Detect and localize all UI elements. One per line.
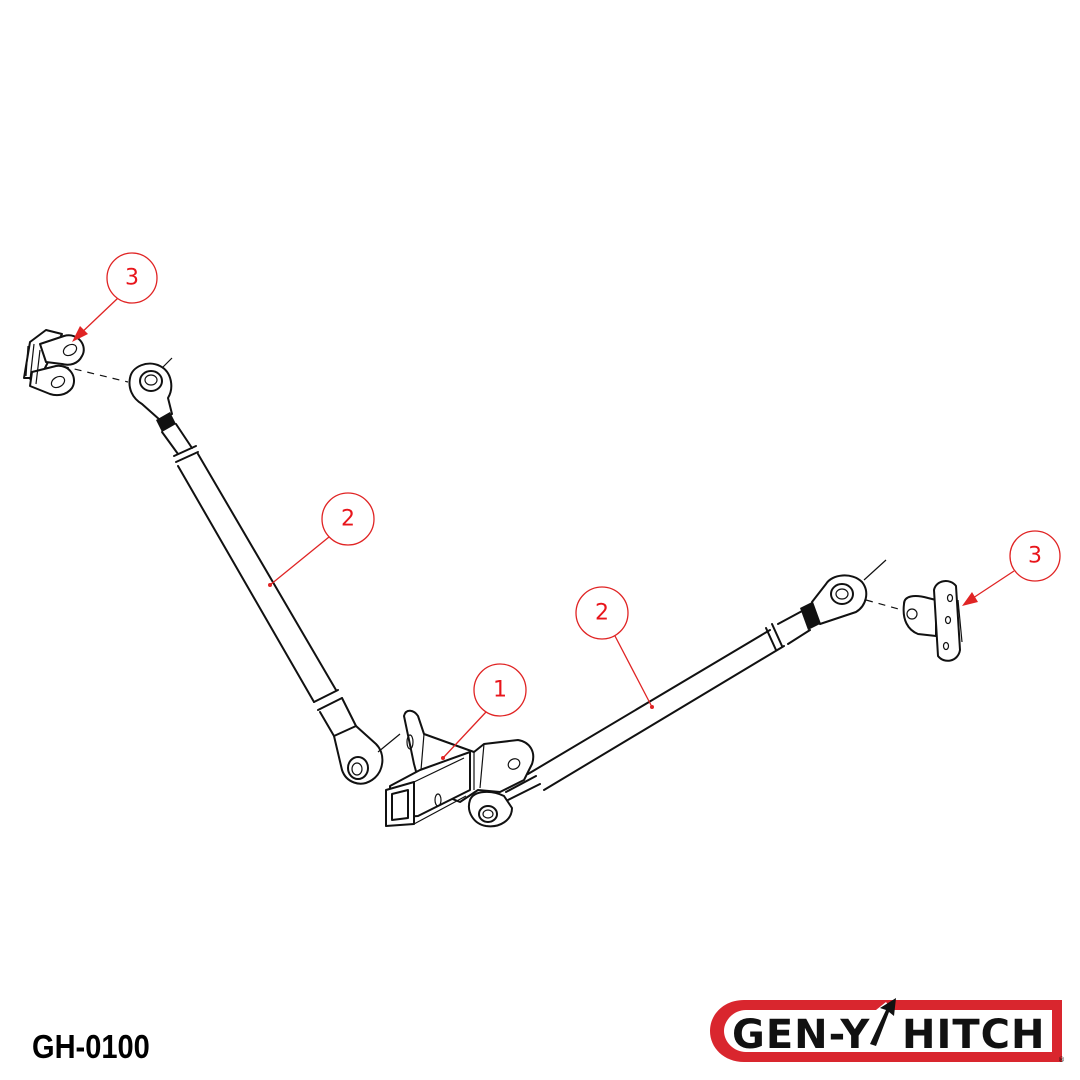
part-number: GH-0100: [32, 1028, 150, 1065]
balloon-3-right: 3: [962, 530, 1061, 606]
right-clevis-bracket: [902, 580, 963, 662]
balloon-label: 1: [493, 678, 507, 703]
registered-mark: ®: [1058, 1056, 1065, 1064]
balloon-label: 2: [341, 507, 355, 532]
left-clevis-bracket: [23, 329, 85, 397]
right-tie-rod: [505, 559, 887, 801]
balloon-2-right: 2: [575, 586, 654, 709]
arrow-icon: [870, 998, 896, 1046]
left-axis-dashed-line: [61, 365, 129, 383]
left-tie-rod: [128, 362, 401, 785]
receiver-hitch-mount: [385, 709, 535, 828]
balloon-1: 1: [441, 663, 527, 760]
logo-text-gen-y: GEN-Y: [732, 1012, 870, 1058]
balloon-label: 3: [1028, 544, 1042, 569]
balloon-label: 3: [125, 266, 139, 291]
balloon-3-left: 3: [72, 252, 158, 342]
logo-text-hitch: HITCH: [902, 1012, 1045, 1058]
balloon-label: 2: [595, 601, 609, 626]
gen-y-hitch-logo: GEN-Y HITCH ®: [710, 998, 1065, 1064]
right-axis-dashed-line: [865, 599, 903, 611]
balloon-2-left: 2: [268, 492, 375, 587]
